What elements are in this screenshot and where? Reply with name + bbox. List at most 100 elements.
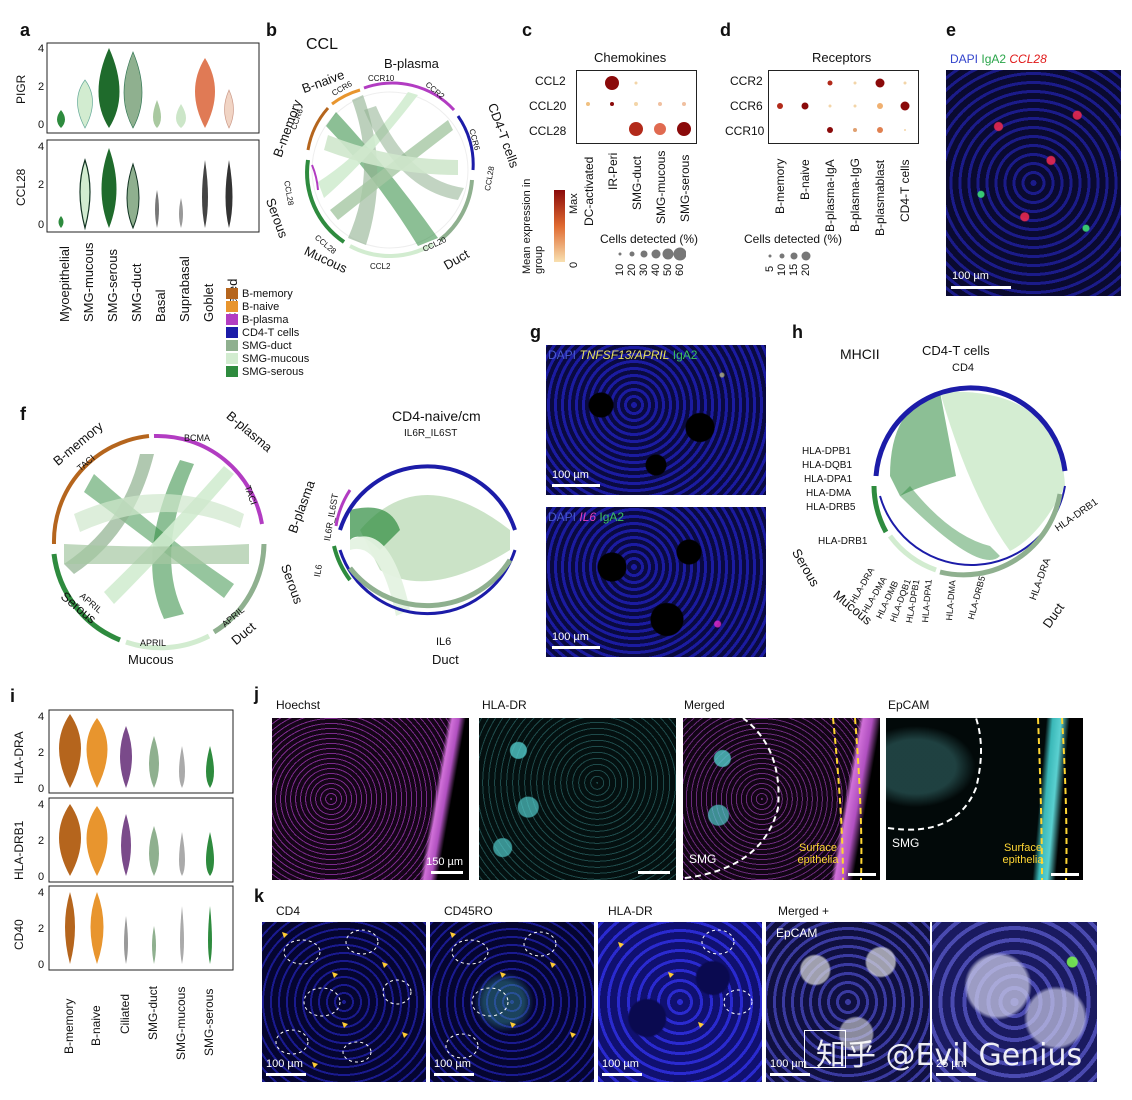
panel-k-cd4: 100 µm xyxy=(262,922,426,1082)
scale-label: 150 µm xyxy=(426,856,463,868)
panel-a-letter: a xyxy=(20,20,31,40)
panel-k-title-3: Merged + xyxy=(778,904,830,918)
scale-bar xyxy=(552,646,600,649)
panel-d-dotplot xyxy=(768,70,919,144)
panel-h-group-serous: Serous xyxy=(789,546,823,590)
panel-k-hladr-annot xyxy=(618,929,753,1028)
panel-a-category-5: Suprabasal xyxy=(177,256,192,322)
panel-a-category-3: SMG-duct xyxy=(129,263,144,322)
panel-c-size-tick-3: 40 xyxy=(650,263,662,276)
scale-bar xyxy=(770,1073,810,1076)
colorbar-max: Max xyxy=(568,193,580,214)
colorbar-min: 0 xyxy=(568,261,580,268)
panel-d-size-legend xyxy=(768,251,811,261)
panel-d-col-4: B-plasmablast xyxy=(873,159,887,236)
panel-e-stain: DAPI IgA2 CCL28 xyxy=(950,52,1047,66)
watermark: 知乎 @Evil Genius xyxy=(816,1038,1083,1073)
scale-bar xyxy=(936,1073,976,1076)
panel-k-title-0: CD4 xyxy=(276,904,301,918)
panel-j-epcam-outline xyxy=(887,718,1068,880)
scale-label: 100 µm xyxy=(266,1058,303,1070)
panel-c-size-legend xyxy=(618,247,686,261)
svg-text:2: 2 xyxy=(38,835,44,847)
panel-h-group-duct: Duct xyxy=(1039,600,1068,631)
scale-label: 100 µm xyxy=(552,631,589,643)
panel-j-merged-outline xyxy=(684,718,863,880)
panel-c-col-3: SMG-mucous xyxy=(654,150,668,224)
panel-k-letter: k xyxy=(254,886,265,906)
panel-a-category-4: Basal xyxy=(153,289,168,322)
panel-c-size-tick-5: 60 xyxy=(674,263,686,276)
panel-f-right-lbl-2: IL6 xyxy=(312,563,325,578)
panel-g-bottom-stain: DAPI IL6 IgA2 xyxy=(548,510,625,524)
panel-d-col-2: B-plasma-IgA xyxy=(823,159,837,232)
panel-j-title-2: Merged xyxy=(684,698,725,712)
legend-item: B-naive xyxy=(226,300,366,313)
zoom-box xyxy=(804,1030,846,1068)
panel-j-title-1: HLA-DR xyxy=(482,698,527,712)
panel-b-title: CCL xyxy=(306,36,339,53)
panel-c-title: Chemokines xyxy=(594,50,667,65)
panel-c-dotplot xyxy=(576,70,697,144)
panel-i-cat-2: Ciliated xyxy=(118,993,132,1034)
panel-k-title-2: HLA-DR xyxy=(608,904,653,918)
panel-b-lr-2: CCR10 xyxy=(368,74,395,83)
panel-e-letter: e xyxy=(946,20,957,40)
scale-bar xyxy=(951,286,1011,289)
svg-text:4: 4 xyxy=(38,141,44,153)
svg-text:0: 0 xyxy=(38,219,44,231)
panel-k-title-1: CD45RO xyxy=(444,904,493,918)
scale-label: 100 µm xyxy=(434,1058,471,1070)
legend-item: SMG-mucous xyxy=(226,352,366,365)
svg-text:0: 0 xyxy=(38,783,44,795)
panel-a-category-2: SMG-serous xyxy=(105,249,120,322)
panel-c-col-2: SMG-duct xyxy=(630,155,644,210)
panel-d-letter: d xyxy=(720,20,731,40)
panel-i-cat-3: SMG-duct xyxy=(146,985,160,1040)
panel-d-size-tick-2: 15 xyxy=(788,263,800,276)
panel-c-size-tick-1: 20 xyxy=(626,263,638,276)
panel-d-size-title: Cells detected (%) xyxy=(744,232,843,246)
legend-item: B-plasma xyxy=(226,313,366,326)
panel-h-left-2: HLA-DPA1 xyxy=(804,474,853,485)
panel-h-letter: h xyxy=(792,322,803,342)
group-legend: B-memory B-naive B-plasma CD4-T cells SM… xyxy=(226,287,366,378)
panel-j-merged-smg: SMG xyxy=(689,852,717,866)
scale-bar xyxy=(552,484,600,487)
panel-k-cd4-annot xyxy=(275,929,412,1068)
legend-item: B-memory xyxy=(226,287,366,300)
panel-g-top-stain: DAPI TNFSF13/APRIL IgA2 xyxy=(548,348,698,362)
legend-item: CD4-T cells xyxy=(226,326,366,339)
panel-h-top-group: CD4-T cells xyxy=(922,343,990,358)
panel-e-image: 100 µm xyxy=(946,70,1121,296)
panel-f-letter: f xyxy=(20,404,26,424)
panel-d-col-1: B-naive xyxy=(798,159,812,200)
colorbar-title: Mean expression in group xyxy=(521,178,545,274)
panel-a-category-0: Myoepithelial xyxy=(57,246,72,322)
scale-label: 100 µm xyxy=(552,469,589,481)
scale-bar xyxy=(431,871,463,874)
panel-i-gene-0: HLA-DRA xyxy=(12,731,26,784)
panel-c-row-1: CCL20 xyxy=(529,99,567,113)
scale-label: 100 µm xyxy=(952,270,989,282)
panel-f-left-chord xyxy=(51,433,267,651)
panel-i-gene-1: HLA-DRB1 xyxy=(12,820,26,880)
panel-i-letter: i xyxy=(10,686,16,706)
panel-j-merged-surface: Surface epithelia xyxy=(797,842,839,866)
panel-c-size-title: Cells detected (%) xyxy=(600,232,699,246)
panel-b-group-b-plasma: B-plasma xyxy=(384,56,439,71)
panel-a-violins: 4 2 0 4 2 0 xyxy=(38,42,260,233)
panel-c-row-0: CCL2 xyxy=(535,74,566,88)
panel-b-letter: b xyxy=(266,20,277,40)
panel-k-zoom: 25 µm xyxy=(932,922,1097,1082)
panel-j-hoechst: 150 µm xyxy=(272,718,469,880)
panel-h-left-3: HLA-DMA xyxy=(806,488,852,499)
legend-item: SMG-duct xyxy=(226,339,366,352)
svg-text:2: 2 xyxy=(38,747,44,759)
panel-c-col-4: SMG-serous xyxy=(678,154,692,222)
svg-text:2: 2 xyxy=(38,179,44,191)
gene-label-ccl28: CCL28 xyxy=(14,168,28,206)
panel-d-size-tick-0: 5 xyxy=(764,265,776,272)
svg-text:4: 4 xyxy=(38,799,44,811)
panel-c-size-tick-0: 10 xyxy=(614,263,626,276)
